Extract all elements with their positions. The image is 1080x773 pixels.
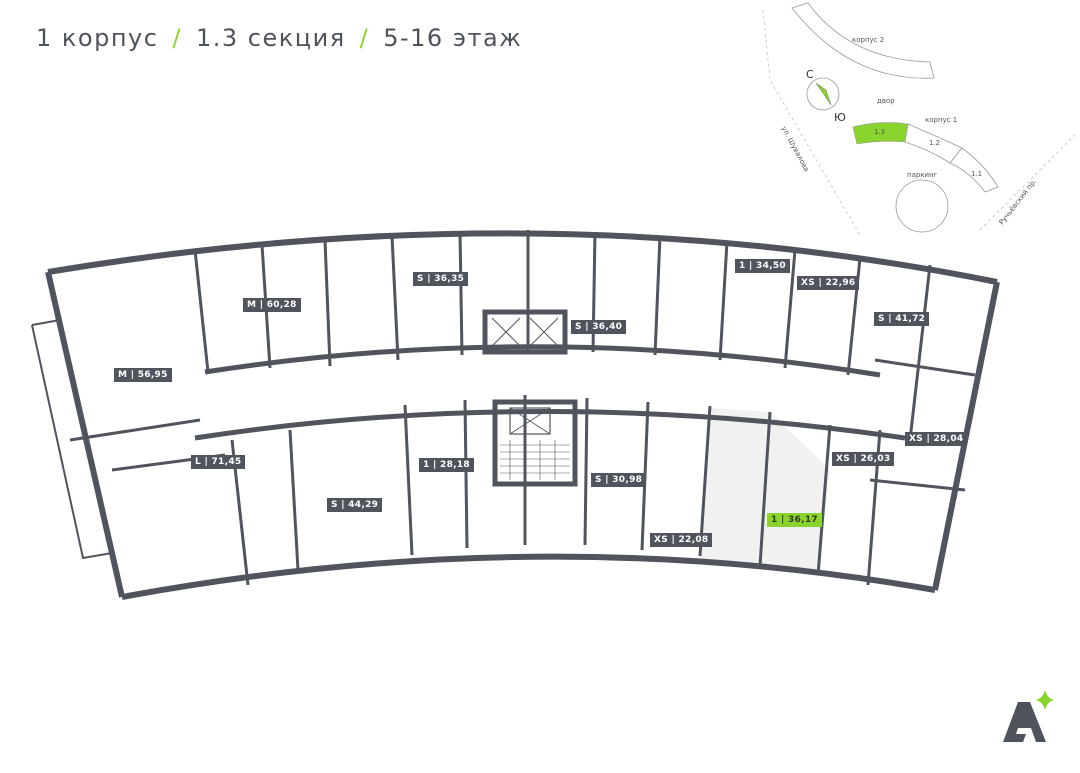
building-label: 1 корпус <box>36 24 159 52</box>
apartment-label[interactable]: S | 30,98 <box>591 473 647 487</box>
stair-core <box>492 399 578 487</box>
corridor-wall-top <box>204 344 881 378</box>
apartment-label[interactable]: S | 41,72 <box>874 312 930 326</box>
apartment-label[interactable]: S | 44,29 <box>327 498 383 512</box>
outer-wall-left <box>45 271 125 598</box>
apartment-label[interactable]: M | 56,95 <box>114 368 172 382</box>
stairs-icon <box>500 440 570 480</box>
floor-label: 5-16 этаж <box>383 24 523 52</box>
minimap-section-1-1[interactable] <box>949 147 999 193</box>
page-title: 1 корпус / 1.3 секция / 5-16 этаж <box>36 24 522 52</box>
apartment-label[interactable]: M | 60,28 <box>243 298 301 312</box>
outer-wall-bottom <box>121 553 936 600</box>
minimap-label-parking: паркинг <box>907 171 938 179</box>
apartment-label[interactable]: XS | 22,08 <box>650 533 713 547</box>
minimap-parking <box>895 179 949 233</box>
minimap-label-building1: корпус 1 <box>925 116 958 124</box>
minimap-label-building2: корпус 2 <box>852 36 885 44</box>
minimap-label-yard: двор <box>877 97 895 105</box>
apartment-label[interactable]: S | 36,40 <box>571 320 627 334</box>
separator: / <box>172 24 182 52</box>
balcony <box>31 319 113 560</box>
apartment-label[interactable]: XS | 28,04 <box>905 432 968 446</box>
minimap-section-label: 1.2 <box>929 139 941 147</box>
section-label: 1.3 секция <box>196 24 346 52</box>
outer-wall-top <box>47 230 998 285</box>
apartment-label-selected[interactable]: 1 | 36,17 <box>767 513 822 527</box>
elevator-icon <box>491 317 559 347</box>
apartment-label[interactable]: 1 | 28,18 <box>419 458 474 472</box>
apartment-label[interactable]: XS | 22,96 <box>797 276 860 290</box>
compass-north-label: С <box>806 68 814 81</box>
compass-needle-icon <box>815 82 832 106</box>
floor-plan <box>31 230 1000 600</box>
apartment-label[interactable]: 1 | 34,50 <box>735 259 790 273</box>
apartment-label[interactable]: XS | 26,03 <box>832 452 895 466</box>
apartment-label[interactable]: L | 71,45 <box>191 455 246 469</box>
compass-south-label: Ю <box>834 111 846 124</box>
minimap-section-label: 1.1 <box>971 170 983 178</box>
minimap-section-label: 1.3 <box>874 128 886 136</box>
minimap-building-2 <box>791 2 935 79</box>
apartment-label[interactable]: S | 36,35 <box>413 272 469 286</box>
compass <box>806 77 840 111</box>
separator: / <box>359 24 370 52</box>
elevator-shaft <box>482 309 568 355</box>
